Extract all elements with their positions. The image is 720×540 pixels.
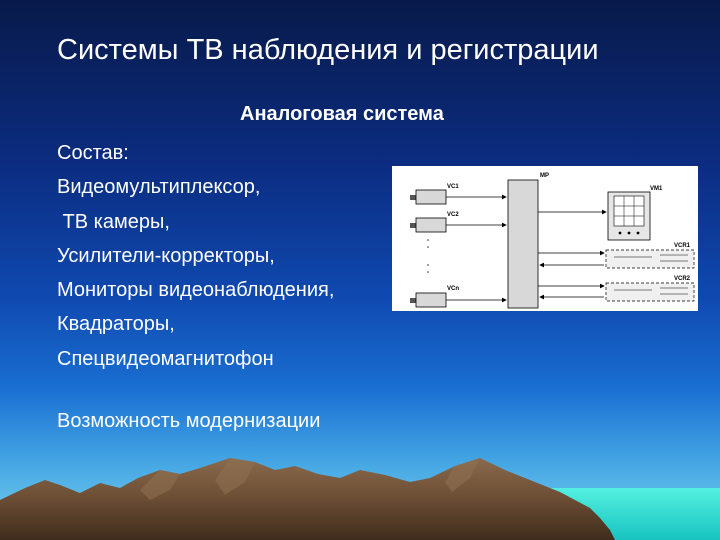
- camera-vc2-icon: [410, 217, 447, 233]
- slide-title: Системы ТВ наблюдения и регистрации: [57, 34, 599, 66]
- camera-label: VCn: [447, 286, 459, 292]
- camera-vc1-icon: [410, 189, 447, 205]
- vcr-label: VCR2: [674, 276, 691, 282]
- list-item: Усилители-корректоры,: [57, 244, 275, 267]
- mountains: [0, 458, 615, 540]
- list-item: Спецвидеомагнитофон: [57, 347, 274, 370]
- vcr2-icon: [605, 282, 695, 302]
- monitor-vm1-icon: [607, 191, 651, 241]
- monitor-label: VM1: [650, 186, 663, 192]
- camera-label: VC1: [447, 184, 459, 190]
- vcr-label: VCR1: [674, 243, 691, 249]
- slide-subtitle: Аналоговая система: [240, 103, 444, 125]
- system-diagram: VC1 VC2 VCn MP: [392, 166, 698, 311]
- vcr1-icon: [605, 249, 695, 269]
- list-item: Мониторы видеонаблюдения,: [57, 279, 335, 302]
- list-item: ТВ камеры,: [57, 210, 170, 233]
- modernization-note: Возможность модернизации: [57, 410, 321, 432]
- list-item: Состав:: [57, 142, 129, 164]
- component-list: Состав: Видеомультиплексор, ТВ камеры, У…: [57, 136, 334, 376]
- camera-vcn-icon: [410, 292, 447, 308]
- ellipsis-dots: [427, 239, 429, 273]
- camera-label: VC2: [447, 212, 459, 218]
- multiplexer-label: MP: [540, 173, 549, 179]
- list-item: Квадраторы,: [57, 313, 175, 336]
- multiplexer-block: [507, 179, 539, 309]
- list-item: Видеомультиплексор,: [57, 176, 261, 199]
